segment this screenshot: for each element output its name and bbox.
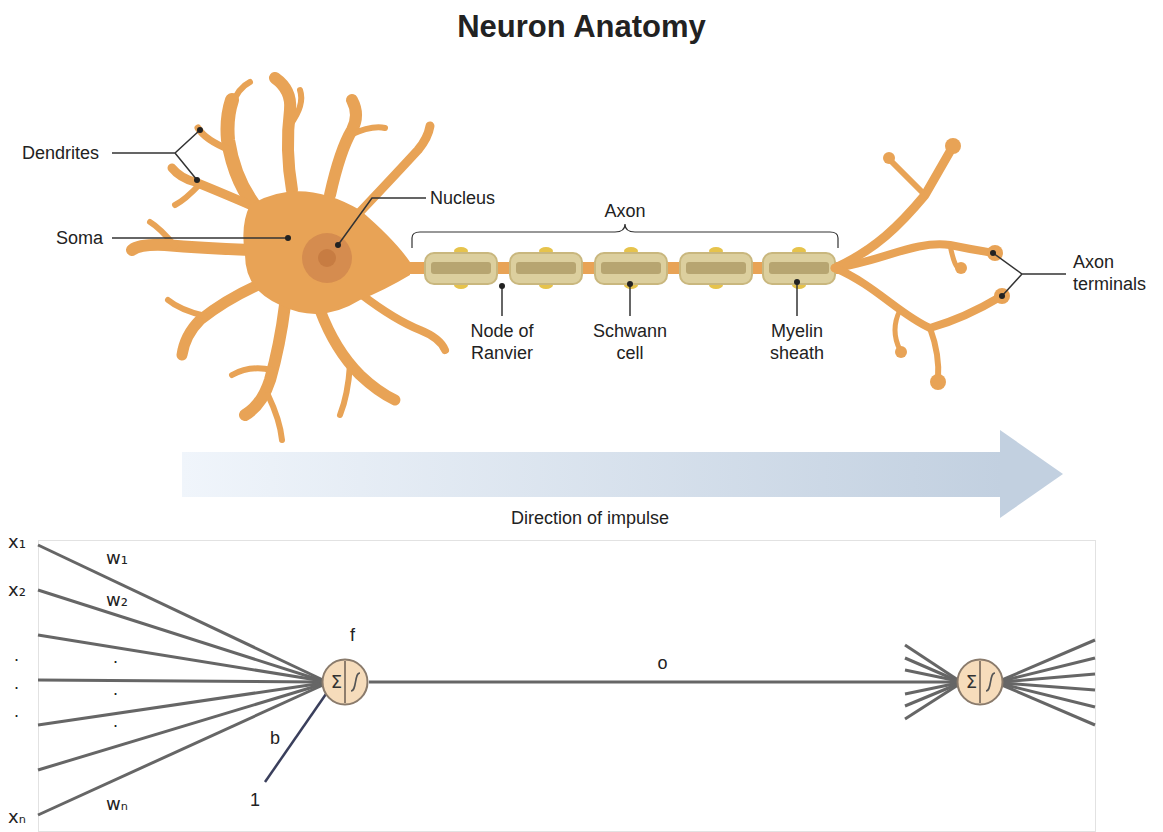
direction-arrow-head: [1000, 430, 1063, 518]
part-label: Dendrites: [22, 142, 99, 164]
soma-body: [243, 191, 410, 314]
output-connector: [369, 681, 956, 684]
part-label: Axon: [604, 200, 645, 222]
bias-label: b: [270, 727, 280, 749]
nucleolus: [318, 249, 336, 267]
leader-dots: [194, 127, 1005, 299]
terminal-bulbs: [883, 138, 1010, 390]
neuron-dendrites: [132, 78, 445, 440]
diagram-title: Neuron Anatomy: [0, 8, 1163, 46]
neuron-unit: Σ: [321, 658, 369, 706]
weight-label: w₁: [106, 547, 128, 569]
part-label: Node of Ranvier: [452, 320, 552, 364]
input-label: x₁: [8, 531, 26, 553]
ellipsis-dot: .: [113, 714, 118, 728]
ellipsis-dot: .: [113, 650, 118, 664]
function-label: f: [350, 624, 355, 646]
neuron-unit: Σ: [956, 658, 1004, 706]
part-label: Schwann cell: [590, 320, 670, 364]
myelin-sheath-segments: [425, 247, 835, 289]
sum-symbol: Σ: [966, 672, 977, 692]
bias-line: [265, 694, 326, 782]
perceptron-panel: [39, 541, 1096, 832]
leader-lines: [112, 130, 1066, 316]
direction-arrow-shaft: [182, 452, 1002, 497]
sum-symbol: Σ: [331, 672, 342, 692]
edge-label: o: [657, 652, 667, 674]
part-label: Myelin sheath: [757, 320, 837, 364]
input-label: x₂: [8, 579, 26, 601]
input-lines: [38, 545, 323, 815]
weight-label: w₂: [106, 589, 128, 611]
nucleus: [302, 233, 352, 283]
ellipsis-dot: .: [113, 682, 118, 696]
weight-label: wₙ: [106, 793, 128, 815]
arrow-label: Direction of impulse: [511, 507, 669, 529]
unit-circle: [956, 658, 1004, 706]
input-label: xₙ: [8, 806, 26, 828]
ellipsis-dot: .: [14, 648, 19, 662]
part-label: Nucleus: [430, 187, 495, 209]
bias-input-label: 1: [250, 789, 260, 811]
axon-terminal-branches: [835, 148, 1000, 380]
ellipsis-dot: .: [14, 704, 19, 718]
part-label: Axon terminals: [1073, 251, 1163, 295]
unit-circle: [321, 658, 369, 706]
ellipsis-dot: .: [14, 676, 19, 690]
part-label: Soma: [56, 227, 103, 249]
